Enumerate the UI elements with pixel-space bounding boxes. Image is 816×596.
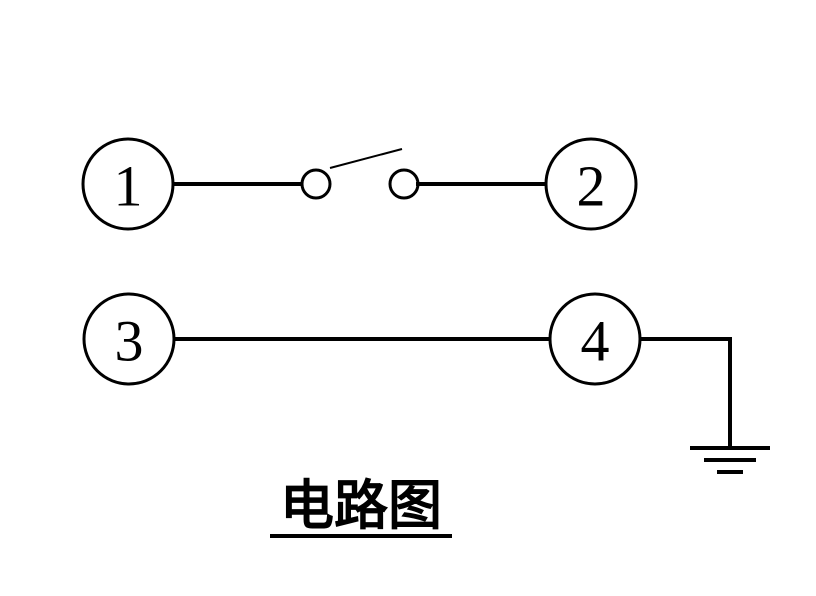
switch-contact-left — [300, 168, 332, 200]
terminal-2-label: 2 — [577, 154, 606, 219]
bottom-circuit: 3 4 — [82, 292, 770, 474]
terminal-3-circle — [82, 292, 176, 386]
top-circuit: 1 2 — [81, 137, 638, 231]
terminal-1: 1 — [81, 137, 175, 231]
switch-blade — [329, 148, 403, 169]
switch-contact-right — [388, 168, 420, 200]
caption-group: 电路图 — [270, 474, 452, 538]
terminal-4-label: 4 — [581, 309, 610, 374]
open-switch-icon — [300, 148, 420, 200]
terminal-2: 2 — [544, 137, 638, 231]
terminal-2-circle — [544, 137, 638, 231]
diagram-caption: 电路图 — [280, 474, 442, 537]
ground-icon — [690, 446, 770, 474]
terminal-3-label: 3 — [115, 309, 144, 374]
wire-4-to-ground — [638, 337, 732, 450]
terminal-1-circle — [81, 137, 175, 231]
terminal-3: 3 — [82, 292, 176, 386]
terminal-4: 4 — [548, 292, 642, 386]
terminal-4-circle — [548, 292, 642, 386]
terminal-1-label: 1 — [114, 154, 143, 219]
